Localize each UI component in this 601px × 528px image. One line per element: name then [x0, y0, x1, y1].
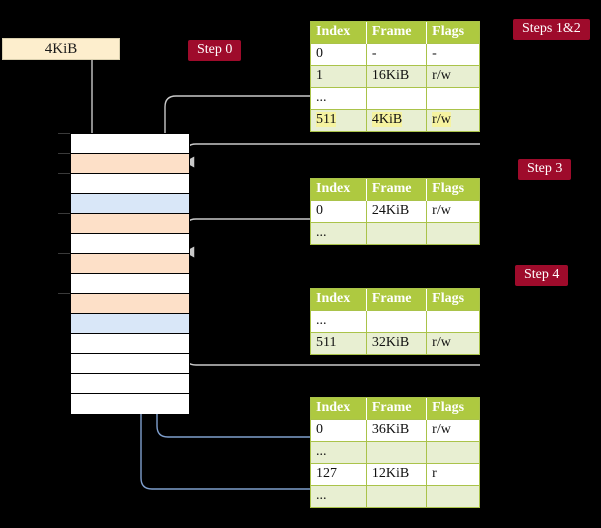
column-header-flags: Flags [426, 179, 479, 201]
memory-frame [71, 154, 189, 174]
cell-flags [426, 485, 479, 507]
step-label-step0: Step 0 [188, 40, 242, 62]
cell-index: 0 [311, 43, 367, 66]
cell-frame: 24KiB [366, 200, 428, 223]
cell-flags [426, 222, 479, 244]
virtual-page-4kib: 4KiB [2, 38, 120, 60]
memory-tick [58, 293, 71, 294]
cell-index: 1 [311, 65, 367, 88]
memory-frame [71, 214, 189, 234]
memory-frame [71, 294, 189, 314]
table-row: 0 - - [311, 43, 479, 66]
cell-index: ... [311, 87, 367, 110]
memory-tick [58, 173, 71, 174]
step-label-steps12: Steps 1&2 [513, 19, 590, 41]
column-header-index: Index [311, 289, 367, 311]
cell-index: ... [311, 441, 367, 464]
memory-frame [71, 274, 189, 294]
column-header-flags: Flags [426, 398, 479, 420]
cell-frame [366, 485, 428, 507]
table-row: 0 24KiB r/w [311, 200, 479, 223]
column-header-frame: Frame [366, 289, 428, 311]
cell-frame: 4KiB [366, 109, 428, 131]
memory-frame [71, 254, 189, 274]
page-table-level-4: Index Frame Flags 0 - - 1 16KiB r/w ... [310, 21, 480, 132]
memory-tick [58, 133, 71, 134]
cell-frame: 16KiB [366, 65, 428, 88]
column-header-index: Index [311, 398, 367, 420]
column-header-index: Index [311, 22, 367, 44]
table-row: ... [311, 87, 479, 110]
memory-frame [71, 234, 189, 254]
table-row: ... [311, 222, 479, 244]
cell-frame [366, 310, 428, 333]
cell-flags: - [426, 43, 479, 66]
table-row: 511 32KiB r/w [311, 332, 479, 354]
memory-frame [71, 334, 189, 354]
virtual-page-label: 4KiB [44, 40, 78, 57]
cell-frame [366, 441, 428, 464]
cell-index: 511 [311, 332, 367, 354]
cell-index: 0 [311, 419, 367, 442]
table-row: 1 16KiB r/w [311, 65, 479, 88]
memory-tick [58, 213, 71, 214]
cell-index: 511 [311, 109, 367, 131]
cell-flags [426, 441, 479, 464]
table-row: ... [311, 310, 479, 333]
memory-frame [71, 314, 189, 334]
memory-frame [71, 374, 189, 394]
cell-index: ... [311, 485, 367, 507]
memory-tick [58, 253, 71, 254]
cell-frame [366, 222, 428, 244]
cell-flags: r [426, 463, 479, 486]
column-header-index: Index [311, 179, 367, 201]
table-row: ... [311, 441, 479, 464]
cell-flags: r/w [426, 332, 479, 354]
memory-tick [58, 153, 71, 154]
cell-flags: r/w [426, 419, 479, 442]
column-header-frame: Frame [366, 398, 428, 420]
column-header-flags: Flags [426, 22, 479, 44]
table-row: ... [311, 485, 479, 507]
cell-flags: r/w [426, 109, 479, 131]
table-row-highlighted: 511 4KiB r/w [311, 109, 479, 131]
table-header-row: Index Frame Flags [311, 22, 479, 44]
cell-frame: - [366, 43, 428, 66]
column-header-flags: Flags [426, 289, 479, 311]
cell-index: ... [311, 222, 367, 244]
table-row: 0 36KiB r/w [311, 419, 479, 442]
cell-flags [426, 310, 479, 333]
cell-flags: r/w [426, 65, 479, 88]
page-table-level-3: Index Frame Flags 0 24KiB r/w ... [310, 178, 480, 245]
table-row: 127 12KiB r [311, 463, 479, 486]
memory-frame [71, 394, 189, 414]
cell-frame: 36KiB [366, 419, 428, 442]
cell-frame [366, 87, 428, 110]
cell-index: ... [311, 310, 367, 333]
page-table-level-2: Index Frame Flags ... 511 32KiB r/w [310, 288, 480, 355]
table-header-row: Index Frame Flags [311, 179, 479, 201]
column-header-frame: Frame [366, 22, 428, 44]
physical-memory-column [70, 133, 190, 414]
memory-frame [71, 194, 189, 214]
step-label-step3: Step 3 [518, 159, 572, 181]
page-table-level-1: Index Frame Flags 0 36KiB r/w ... 127 [310, 397, 480, 508]
column-header-frame: Frame [366, 179, 428, 201]
cell-frame: 32KiB [366, 332, 428, 354]
cell-flags [426, 87, 479, 110]
memory-frame [71, 354, 189, 374]
table-header-row: Index Frame Flags [311, 398, 479, 420]
cell-frame: 12KiB [366, 463, 428, 486]
memory-frame [71, 134, 189, 154]
table-header-row: Index Frame Flags [311, 289, 479, 311]
cell-flags: r/w [426, 200, 479, 223]
step-label-step4: Step 4 [515, 265, 569, 287]
cell-index: 0 [311, 200, 367, 223]
memory-frame [71, 174, 189, 194]
cell-index: 127 [311, 463, 367, 486]
